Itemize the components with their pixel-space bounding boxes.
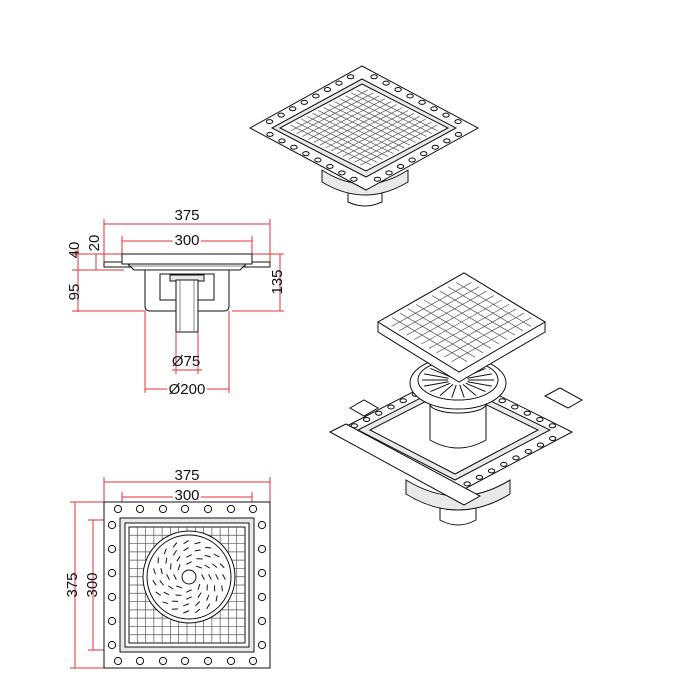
flange-holes xyxy=(107,504,267,666)
strainer-slots xyxy=(152,540,226,614)
plan-dim-grate-height: 300 xyxy=(84,572,101,597)
plan-dim-overall-width: 375 xyxy=(174,467,199,484)
iso-assembled-drain xyxy=(248,65,480,207)
plan-dim-grate-width: 300 xyxy=(174,487,199,504)
side-elevation-view: 375 300 40 20 95 135 Ø75 xyxy=(66,207,286,400)
flange-holes xyxy=(265,74,463,182)
dim-overall-width: 375 xyxy=(174,207,199,224)
dim-body-height: 95 xyxy=(66,284,83,301)
plan-dim-overall-height: 375 xyxy=(64,572,81,597)
plan-view: 375 300 375 300 xyxy=(64,467,271,669)
grate-grid xyxy=(290,89,438,166)
iso-exploded-drain xyxy=(328,272,584,526)
dim-outlet-diameter: Ø75 xyxy=(172,353,200,370)
dim-frame-height: 20 xyxy=(86,235,103,252)
dim-body-diameter: Ø200 xyxy=(169,381,206,398)
grate-grid xyxy=(391,282,532,362)
dim-grate-width: 300 xyxy=(174,232,199,249)
dim-total-height: 135 xyxy=(269,269,286,294)
dim-flange-height: 40 xyxy=(66,242,83,259)
